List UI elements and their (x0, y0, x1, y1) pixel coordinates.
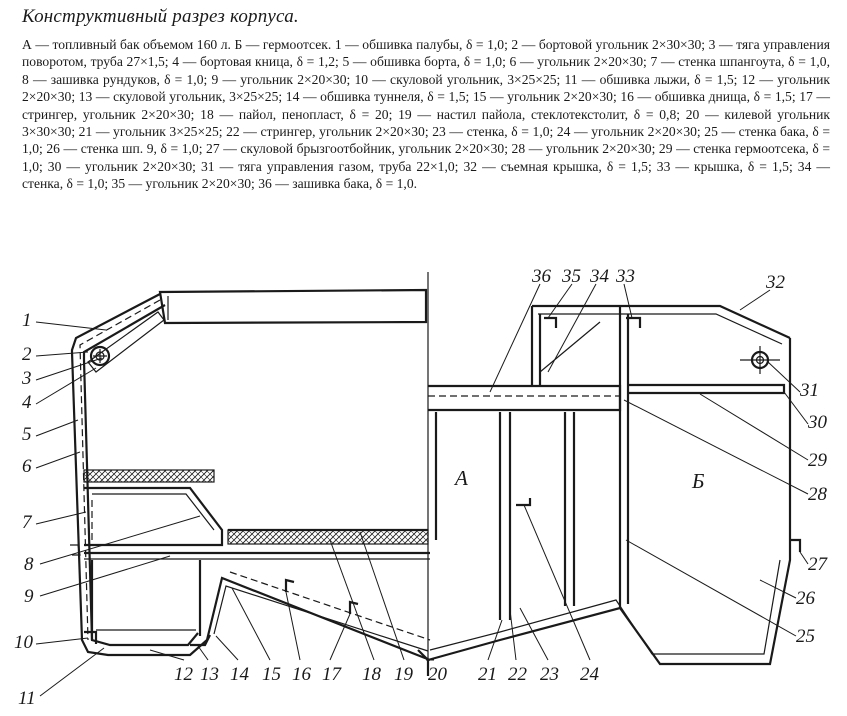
callout-21: 21 (478, 664, 497, 685)
tunnel-skin (205, 576, 431, 662)
deck-skin (158, 288, 428, 325)
throttle-rod-cross (740, 346, 780, 374)
callout-33: 33 (615, 266, 635, 287)
callout-16: 16 (292, 664, 312, 685)
ski-box (90, 560, 202, 640)
callout-2: 2 (22, 344, 32, 365)
figure-legend: А — топливный бак объемом 160 л. Б — гер… (22, 37, 830, 192)
leader-lines (35, 283, 809, 697)
callout-23: 23 (540, 664, 559, 685)
callout-32: 32 (765, 272, 786, 293)
compartment-top (532, 304, 791, 340)
floor-foam (227, 529, 429, 545)
callout-12: 12 (174, 664, 194, 685)
compartment-wall-29 (618, 306, 630, 608)
callout-numbers: 1 2 3 4 5 6 7 8 9 10 11 12 13 14 15 16 1… (14, 266, 829, 709)
callout-3: 3 (21, 368, 32, 389)
callout-35: 35 (561, 266, 581, 287)
callout-13: 13 (200, 664, 219, 685)
figure-title: Конструктивный разрез корпуса. (22, 6, 299, 27)
frame-wall-inner (92, 493, 215, 531)
callout-24: 24 (580, 664, 600, 685)
tank-bottom (427, 338, 792, 666)
side-knee (87, 311, 165, 373)
keel-angle (417, 649, 430, 676)
region-label-compartment: Б (691, 469, 704, 493)
left-hull-section (70, 272, 431, 676)
callout-22: 22 (508, 664, 528, 685)
compartment-shelf (628, 383, 786, 395)
stringer-17 (348, 600, 359, 614)
callout-1: 1 (22, 310, 32, 331)
right-hull-section (427, 304, 802, 666)
compartment-wall-left (530, 306, 542, 386)
callout-31: 31 (799, 380, 819, 401)
bottom-dashed (229, 571, 431, 641)
compartment-top-inner (538, 313, 783, 345)
tank-bottom-inner (429, 559, 781, 655)
chine-angle-left (84, 630, 98, 644)
region-label-tank: А (453, 466, 468, 490)
callout-26: 26 (796, 588, 816, 609)
angle-33 (626, 316, 642, 328)
lower-flange (70, 544, 81, 556)
steering-rod-cross (93, 349, 107, 363)
callout-8: 8 (24, 554, 34, 575)
side-dashed (79, 299, 161, 641)
tank-cover (428, 384, 622, 412)
callout-30: 30 (807, 412, 828, 433)
tank-angle-24 (516, 498, 532, 507)
callout-25: 25 (796, 626, 815, 647)
side-skin-outer (70, 293, 208, 657)
frame-wall (84, 486, 224, 547)
callout-5: 5 (22, 424, 32, 445)
callout-28: 28 (808, 484, 828, 505)
callout-14: 14 (230, 664, 250, 685)
callout-29: 29 (808, 450, 828, 471)
stringer-15 (284, 578, 295, 592)
callout-7: 7 (22, 512, 33, 533)
compartment-stiffener (539, 321, 601, 373)
callout-20: 20 (428, 664, 448, 685)
callout-10: 10 (14, 632, 34, 653)
callout-19: 19 (394, 664, 414, 685)
callout-15: 15 (262, 664, 281, 685)
callout-17: 17 (322, 664, 343, 685)
callout-27: 27 (808, 554, 829, 575)
steering-rod-pipe (89, 345, 111, 367)
angle-35 (544, 316, 558, 328)
callout-36: 36 (531, 266, 552, 287)
tunnel-skin-inner (213, 585, 429, 652)
callout-34: 34 (589, 266, 610, 287)
callout-9: 9 (24, 586, 34, 607)
callout-4: 4 (22, 392, 32, 413)
locker-foam-upper (83, 469, 215, 483)
callout-18: 18 (362, 664, 382, 685)
spray-rail (790, 538, 802, 552)
callout-11: 11 (18, 688, 36, 709)
callout-6: 6 (22, 456, 32, 477)
